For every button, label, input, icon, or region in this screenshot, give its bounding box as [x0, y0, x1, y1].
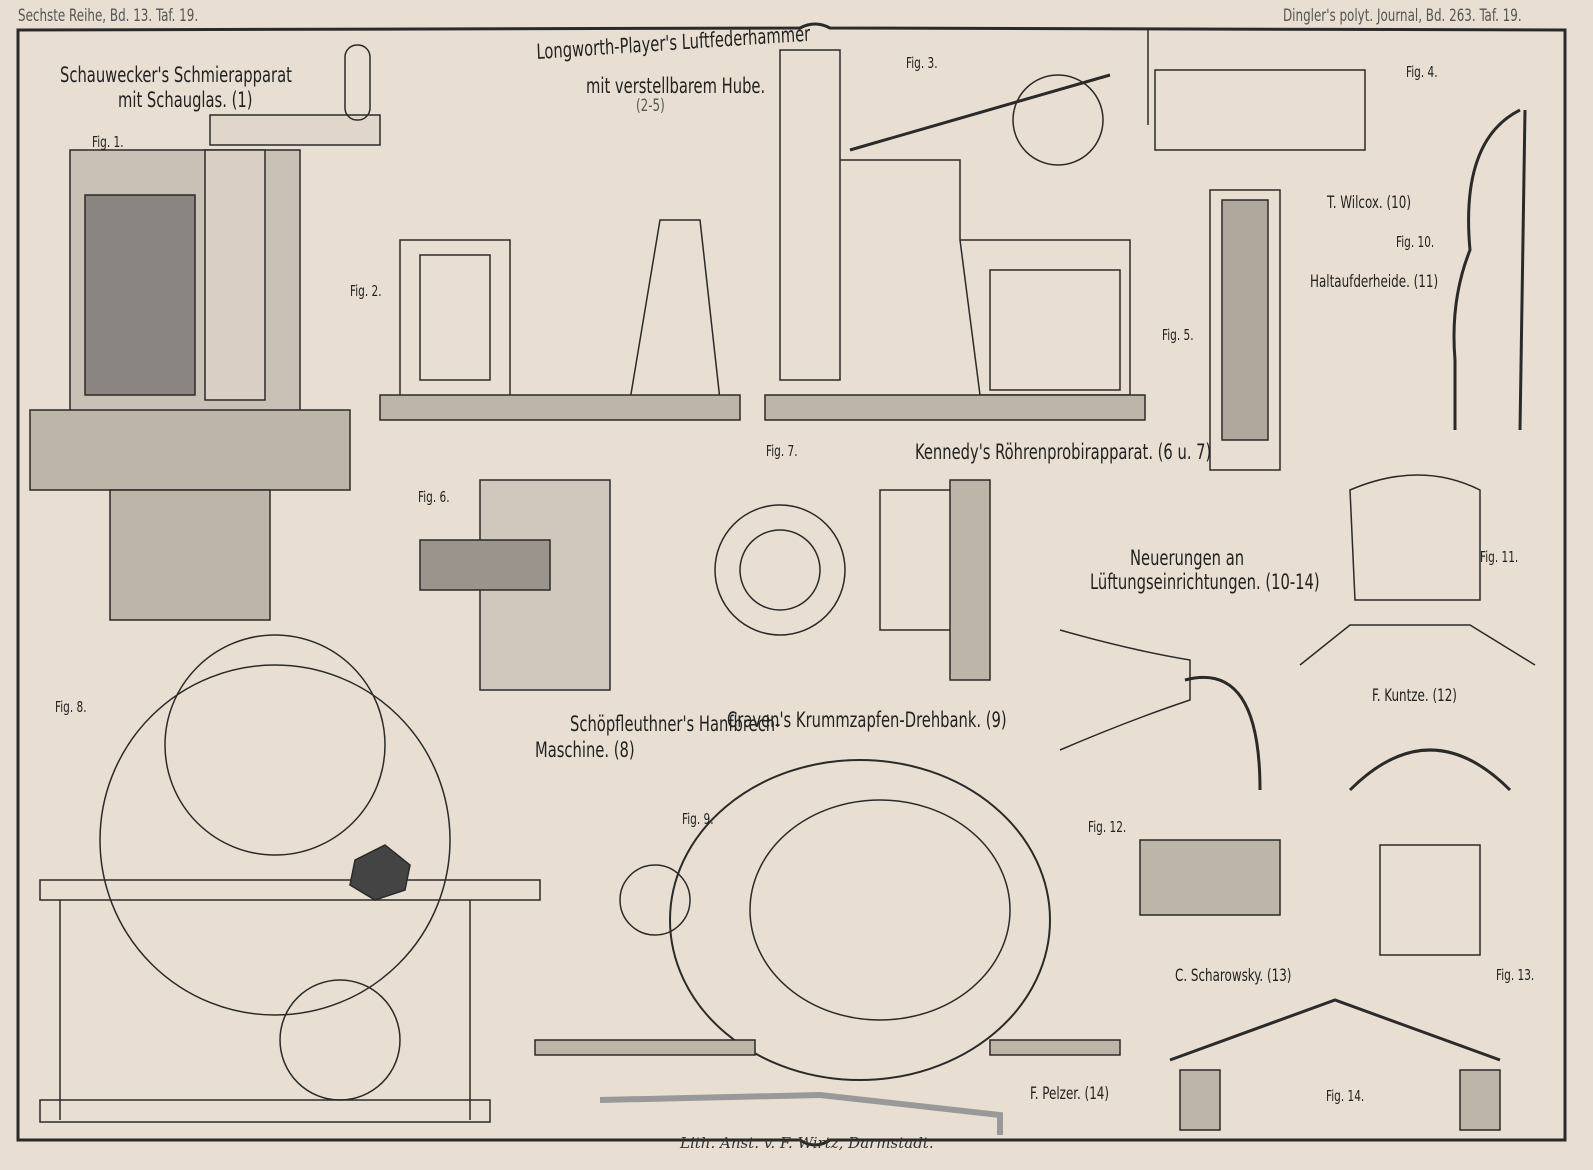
fig-13-label: Fig. 13.: [1496, 966, 1535, 984]
header-left: Sechste Reihe, Bd. 13. Taf. 19.: [18, 6, 199, 26]
fig-7-label: Fig. 7.: [766, 442, 798, 460]
title-neuerungen-2: Lüftungseinrichtungen. (10-14): [1090, 570, 1320, 594]
fig10-14-ventilation: [1059, 108, 1536, 1131]
fig-5-label: Fig. 5.: [1162, 326, 1194, 344]
title-pelzer: F. Pelzer. (14): [1030, 1084, 1110, 1104]
fig-12-label: Fig. 12.: [1088, 818, 1127, 836]
fig-3-label: Fig. 3.: [906, 54, 938, 72]
lithographer-signature: Lith. Anst. v. F. Wirtz, Darmstadt.: [680, 1134, 934, 1152]
title-kennedy: Kennedy's Röhrenprobirapparat. (6 u. 7): [915, 440, 1212, 464]
fig6-fig7-tube-tester: [419, 479, 991, 691]
title-longworth-2: mit verstellbarem Hube.: [586, 74, 766, 98]
title-scharowsky: C. Scharowsky. (13): [1175, 966, 1292, 986]
fig-1-label: Fig. 1.: [92, 133, 124, 151]
fig4-fig5: [1154, 69, 1366, 471]
fig-9-label: Fig. 9.: [682, 810, 714, 828]
title-schauwecker-2: mit Schauglas. (1): [118, 88, 253, 112]
fig-11-label: Fig. 11.: [1480, 548, 1519, 566]
fig-10-label: Fig. 10.: [1396, 233, 1435, 251]
title-craven: Craven's Krummzapfen-Drehbank. (9): [727, 708, 1007, 732]
title-neuerungen-1: Neuerungen an: [1130, 546, 1245, 570]
title-schauwecker-1: Schauwecker's Schmierapparat: [60, 63, 292, 87]
fig9-crankshaft-lathe: [534, 759, 1121, 1135]
title-kuntze: F. Kuntze. (12): [1372, 686, 1457, 706]
title-longworth-3: (2-5): [636, 96, 665, 116]
header-right: Dingler's polyt. Journal, Bd. 263. Taf. …: [1283, 6, 1522, 26]
title-schopfleuthner-1: Schöpfleuthner's Hanfbrech-: [570, 712, 781, 736]
plate-border: [16, 22, 1567, 1147]
fig1-lubricator: [29, 44, 381, 621]
fig2-fig3-hammer: [379, 49, 1146, 421]
fig8-hemp-breaker: [39, 634, 541, 1123]
fig-14-label: Fig. 14.: [1326, 1087, 1365, 1105]
fig-8-label: Fig. 8.: [55, 698, 87, 716]
title-wilcox: T. Wilcox. (10): [1327, 193, 1411, 213]
title-haltaufderheide: Haltaufderheide. (11): [1310, 272, 1439, 292]
title-schopfleuthner-2: Maschine. (8): [535, 738, 635, 762]
fig-4-label: Fig. 4.: [1406, 63, 1438, 81]
fig-6-label: Fig. 6.: [418, 488, 450, 506]
fig-2-label: Fig. 2.: [350, 282, 382, 300]
